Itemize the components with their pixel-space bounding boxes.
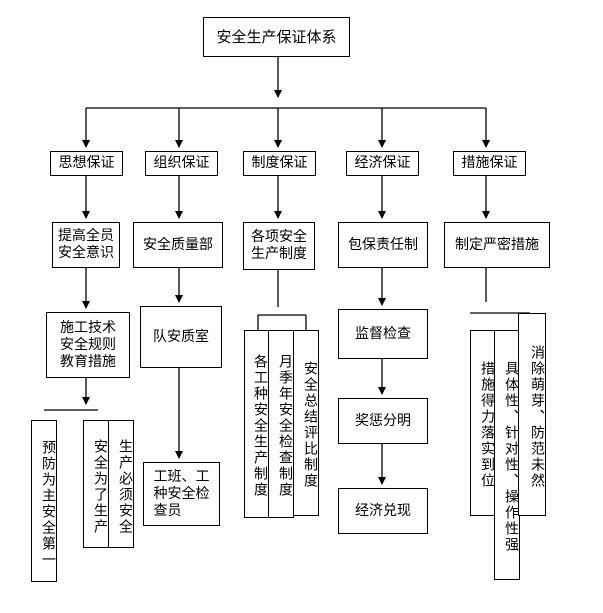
node-safety-quality-dept: 安全质量部	[133, 222, 223, 268]
header-thought-guarantee: 思想保证	[50, 151, 123, 176]
node-improve-safety-awareness: 提高全员 安全意识	[52, 222, 120, 268]
node-team-safety-office: 队安质室	[140, 306, 222, 368]
leaf-summary-evaluation-rules: 安全总结评比制度	[293, 330, 319, 516]
node-safety-production-rules: 各项安全 生产制度	[243, 222, 315, 270]
header-economic-guarantee: 经济保证	[346, 151, 419, 176]
node-reward-punishment: 奖惩分明	[338, 398, 428, 444]
root-node: 安全生产保证体系	[203, 17, 350, 57]
node-safety-education-measures: 施工技术 安全规则 教育措施	[46, 312, 130, 378]
header-system-guarantee: 制度保证	[243, 151, 316, 176]
node-team-safety-inspector: 工班、工 种安全检 查员	[143, 462, 220, 526]
leaf-safety-for-production: 安全为了生产	[83, 420, 109, 548]
node-strict-measures: 制定严密措施	[444, 222, 550, 268]
leaf-measures-implemented: 措施得力落实到位	[470, 330, 496, 516]
leaf-periodic-inspection-rules: 月季年安全检查制度	[268, 330, 294, 518]
node-economic-fulfillment: 经济兑现	[338, 488, 428, 534]
leaf-work-type-safety-rules: 各工种安全生产制度	[244, 330, 269, 518]
header-measure-guarantee: 措施保证	[453, 151, 526, 176]
node-responsibility-system: 包保责任制	[338, 222, 428, 268]
leaf-prevent-in-advance: 消除萌芽、防范未然	[518, 313, 546, 516]
node-supervision-inspection: 监督检查	[338, 309, 428, 359]
leaf-prevention-first: 预防为主安全第一	[31, 420, 57, 582]
leaf-production-must-be-safe: 生产必须安全	[108, 420, 134, 548]
leaf-specific-targeted-operable: 具体性、针对性、操作性强	[494, 330, 520, 580]
header-organization-guarantee: 组织保证	[145, 151, 218, 176]
